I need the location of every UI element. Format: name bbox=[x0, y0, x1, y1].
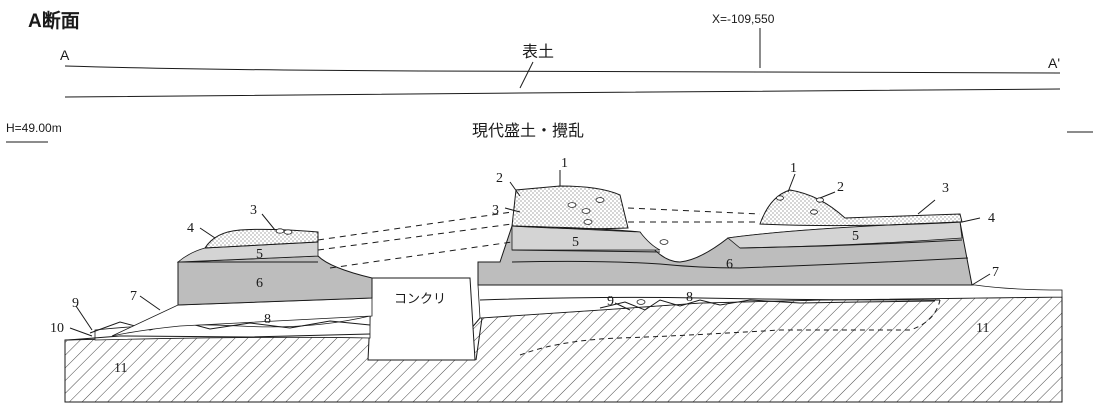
correlation-dashed-3 bbox=[329, 241, 513, 269]
layer-label-4: 4 bbox=[988, 211, 995, 226]
layer-label-3: 3 bbox=[942, 181, 949, 196]
layer-label-7: 7 bbox=[130, 289, 137, 304]
layer-label-10: 10 bbox=[50, 321, 64, 336]
leader-lines bbox=[69, 170, 991, 337]
concrete-label: コンクリ bbox=[394, 291, 446, 306]
layer-label-2: 2 bbox=[496, 171, 503, 186]
pebbles bbox=[275, 195, 824, 305]
layer-label-9: 9 bbox=[72, 296, 79, 311]
layer-label-1: 1 bbox=[790, 161, 797, 176]
layer-label-5: 5 bbox=[852, 229, 859, 244]
pit-right-wall bbox=[475, 317, 483, 361]
endpoint-right-label: A' bbox=[1048, 55, 1060, 71]
topsoil-leader bbox=[519, 61, 534, 89]
layer-5-left bbox=[176, 241, 319, 263]
layer-label-8: 8 bbox=[686, 290, 693, 305]
layer-10-left bbox=[67, 333, 371, 341]
layer-6-right-mid bbox=[511, 257, 969, 269]
disturbance-label: 現代盛土・攪乱 bbox=[472, 122, 584, 140]
datum-label: H=49.00m bbox=[6, 121, 62, 135]
layer-label-9: 9 bbox=[607, 294, 614, 309]
layer-label-1: 1 bbox=[561, 156, 568, 171]
correlation-dashed-1 bbox=[317, 211, 513, 241]
topsoil-label: 表土 bbox=[522, 43, 554, 61]
endpoint-left-label: A bbox=[60, 47, 70, 63]
layer-label-4: 4 bbox=[187, 221, 194, 236]
layer-label-6: 6 bbox=[256, 276, 263, 291]
layer-label-2: 2 bbox=[837, 180, 844, 195]
section-title: A断面 bbox=[28, 9, 80, 32]
layer-label-3: 3 bbox=[250, 203, 257, 218]
layer-label-11: 11 bbox=[976, 321, 989, 336]
layer-label-3: 3 bbox=[492, 203, 499, 218]
layer-label-5: 5 bbox=[256, 247, 263, 262]
layer-8-right-line bbox=[479, 296, 941, 301]
layer-7-right bbox=[477, 284, 1063, 319]
layer-11-dashed bbox=[519, 299, 941, 356]
layer-9-right bbox=[599, 299, 936, 311]
ground-surface-line bbox=[64, 65, 1061, 74]
layer-label-11: 11 bbox=[114, 361, 127, 376]
coordinate-label: X=-109,550 bbox=[712, 12, 775, 26]
topsoil-base-line bbox=[64, 88, 1061, 98]
layer-label-7: 7 bbox=[992, 265, 999, 280]
layer-label-6: 6 bbox=[726, 257, 733, 272]
layer-label-8: 8 bbox=[264, 312, 271, 327]
mound-right-top bbox=[759, 189, 963, 227]
layer-7-left bbox=[111, 297, 373, 337]
layer-6-left bbox=[177, 255, 373, 306]
correlation-dashed-4 bbox=[627, 207, 761, 215]
layer-6-right-inner bbox=[511, 239, 963, 253]
layer-9-left bbox=[89, 320, 371, 334]
layer-label-5: 5 bbox=[572, 235, 579, 250]
